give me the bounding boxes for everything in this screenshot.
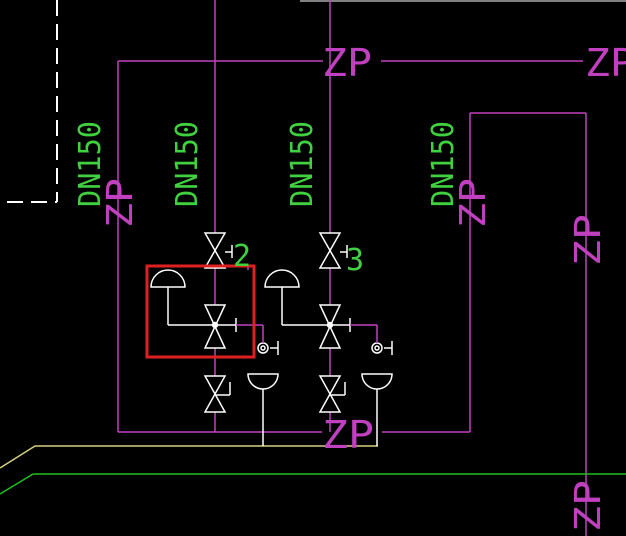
- dn-label-1: DN150: [73, 121, 108, 207]
- selection-highlight[interactable]: [145, 264, 256, 359]
- dn-label-2: DN150: [170, 121, 205, 207]
- zp-label-right-bottom: ZP: [568, 480, 609, 532]
- valve-riser3-top: [318, 232, 348, 269]
- zp-label-top-center: ZP: [322, 41, 372, 85]
- valve-number-3: 3: [346, 243, 364, 278]
- zp-label-riser1: ZP: [100, 178, 141, 228]
- zp-label-bottom: ZP: [322, 413, 374, 457]
- zp-label-top-right: ZP: [585, 41, 626, 85]
- valves: [203, 232, 348, 413]
- equipment-lines: [150, 269, 393, 446]
- pipe-network: [117, 0, 587, 536]
- valve-riser2-bottom: [203, 375, 227, 413]
- dn-label-4: DN150: [426, 121, 461, 207]
- valve-number-2: 2: [233, 239, 251, 274]
- zp-label-right-riser: ZP: [568, 214, 609, 266]
- dn-label-3: DN150: [285, 121, 320, 207]
- valve-riser2-top: [203, 232, 233, 269]
- zp-label-riser4: ZP: [453, 178, 494, 228]
- yellow-pipe: [0, 445, 378, 469]
- green-pipe: [0, 473, 626, 495]
- valve-riser3-bottom: [318, 375, 342, 413]
- dashed-outline: [7, 0, 58, 203]
